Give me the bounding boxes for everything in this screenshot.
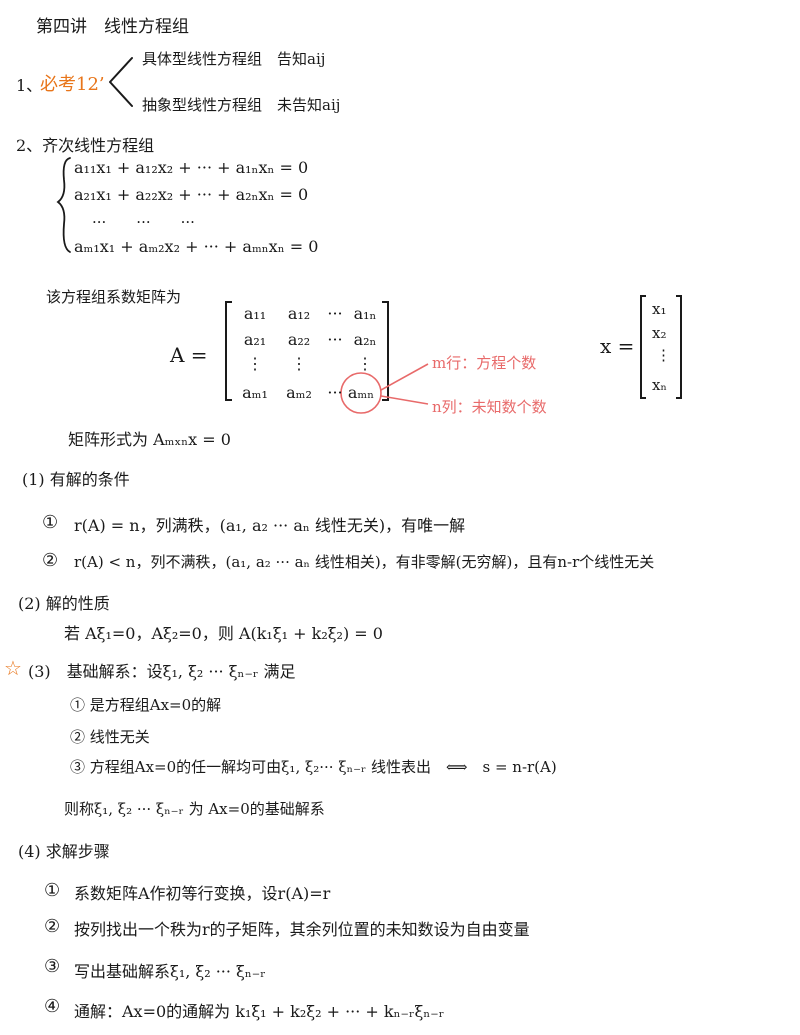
matrix-cell: ··· bbox=[327, 304, 343, 323]
matrix-form: 矩阵形式为 Aₘₓₙx = 0 bbox=[68, 430, 231, 449]
equation-row-1: a₁₁x₁ + a₁₂x₂ + ··· + a₁ₙxₙ = 0 bbox=[74, 158, 309, 177]
vector-x-lhs: x = bbox=[600, 334, 635, 358]
step-2-text: 按列找出一个秩为r的子矩阵，其余列位置的未知数设为自由变量 bbox=[74, 920, 530, 939]
concrete-system-note: 具体型线性方程组 告知aij bbox=[142, 50, 326, 68]
matrix-cell: a₁₁ bbox=[243, 304, 267, 323]
columns-annotation: n列：未知数个数 bbox=[432, 398, 547, 416]
condition-1-number: ① bbox=[42, 512, 59, 533]
vector-x-entry: xₙ bbox=[652, 376, 667, 394]
star-icon: ☆ bbox=[4, 656, 22, 680]
basis-condition-1: ① 是方程组Ax=0的解 bbox=[70, 696, 222, 714]
section-1-number: 1、 bbox=[16, 76, 43, 95]
abstract-system-note: 抽象型线性方程组 未告知aij bbox=[142, 96, 341, 114]
matrix-cell: ⋮ bbox=[291, 354, 307, 373]
step-3-text: 写出基础解系ξ₁, ξ₂ ··· ξₙ₋ᵣ bbox=[74, 962, 266, 981]
properties-heading: (2) 解的性质 bbox=[18, 594, 110, 613]
condition-1-text: r(A) = n，列满秩，(a₁, a₂ ··· aₙ 线性无关)，有唯一解 bbox=[74, 516, 466, 535]
equation-row-m: aₘ₁x₁ + aₘ₂x₂ + ··· + aₘₙxₙ = 0 bbox=[74, 237, 319, 256]
matrix-cell: a₂ₙ bbox=[353, 330, 377, 349]
step-3-number: ③ bbox=[44, 956, 61, 977]
conditions-heading: (1) 有解的条件 bbox=[22, 470, 130, 489]
step-1-number: ① bbox=[44, 880, 61, 901]
matrix-A-lhs: A = bbox=[170, 343, 208, 367]
page-title: 第四讲 线性方程组 bbox=[36, 17, 189, 37]
step-2-number: ② bbox=[44, 916, 61, 937]
basis-condition-2: ② 线性无关 bbox=[70, 728, 150, 746]
steps-heading: (4) 求解步骤 bbox=[18, 842, 110, 861]
equation-ellipsis: ··· ··· ··· bbox=[92, 213, 195, 231]
coefficient-matrix-label: 该方程组系数矩阵为 bbox=[46, 288, 182, 306]
matrix-cell: a₂₁ bbox=[243, 330, 267, 349]
section-1-label: 必考12’ bbox=[40, 74, 105, 95]
condition-2-text: r(A) < n，列不满秩，(a₁, a₂ ··· aₙ 线性相关)，有非零解(… bbox=[74, 553, 655, 571]
equation-row-2: a₂₁x₁ + a₂₂x₂ + ··· + a₂ₙxₙ = 0 bbox=[74, 185, 309, 204]
matrix-cell: a₂₂ bbox=[287, 330, 311, 349]
step-1-text: 系数矩阵A作初等行变换，设r(A)=r bbox=[74, 884, 331, 903]
condition-2-number: ② bbox=[42, 550, 59, 571]
matrix-cell: ··· bbox=[327, 383, 343, 402]
vector-x-entry: x₂ bbox=[652, 324, 667, 342]
section-2-heading: 2、齐次线性方程组 bbox=[16, 136, 155, 155]
vector-x-entry: ⋮ bbox=[656, 346, 671, 364]
matrix-cell: aₘ₂ bbox=[286, 383, 312, 402]
basis-heading: (3) 基础解系：设ξ₁, ξ₂ ··· ξₙ₋ᵣ 满足 bbox=[28, 662, 296, 681]
properties-text: 若 Aξ₁=0，Aξ₂=0，则 A(k₁ξ₁ + k₂ξ₂) = 0 bbox=[64, 624, 383, 643]
matrix-cell-amn: aₘₙ bbox=[347, 383, 375, 402]
basis-conclusion: 则称ξ₁, ξ₂ ··· ξₙ₋ᵣ 为 Ax=0的基础解系 bbox=[64, 800, 325, 818]
matrix-cell: a₁ₙ bbox=[353, 304, 377, 323]
matrix-cell: ⋮ bbox=[247, 354, 263, 373]
matrix-cell: aₘ₁ bbox=[242, 383, 268, 402]
basis-condition-3: ③ 方程组Ax=0的任一解均可由ξ₁, ξ₂··· ξₙ₋ᵣ 线性表出 ⟺ s … bbox=[70, 758, 557, 776]
step-4-text: 通解：Ax=0的通解为 k₁ξ₁ + k₂ξ₂ + ··· + kₙ₋ᵣξₙ₋ᵣ bbox=[74, 1002, 445, 1021]
step-4-number: ④ bbox=[44, 996, 61, 1017]
matrix-cell: a₁₂ bbox=[287, 304, 311, 323]
rows-annotation: m行：方程个数 bbox=[432, 354, 537, 372]
matrix-cell: ⋮ bbox=[357, 354, 373, 373]
matrix-cell: ··· bbox=[327, 330, 343, 349]
vector-x-entry: x₁ bbox=[652, 300, 667, 318]
